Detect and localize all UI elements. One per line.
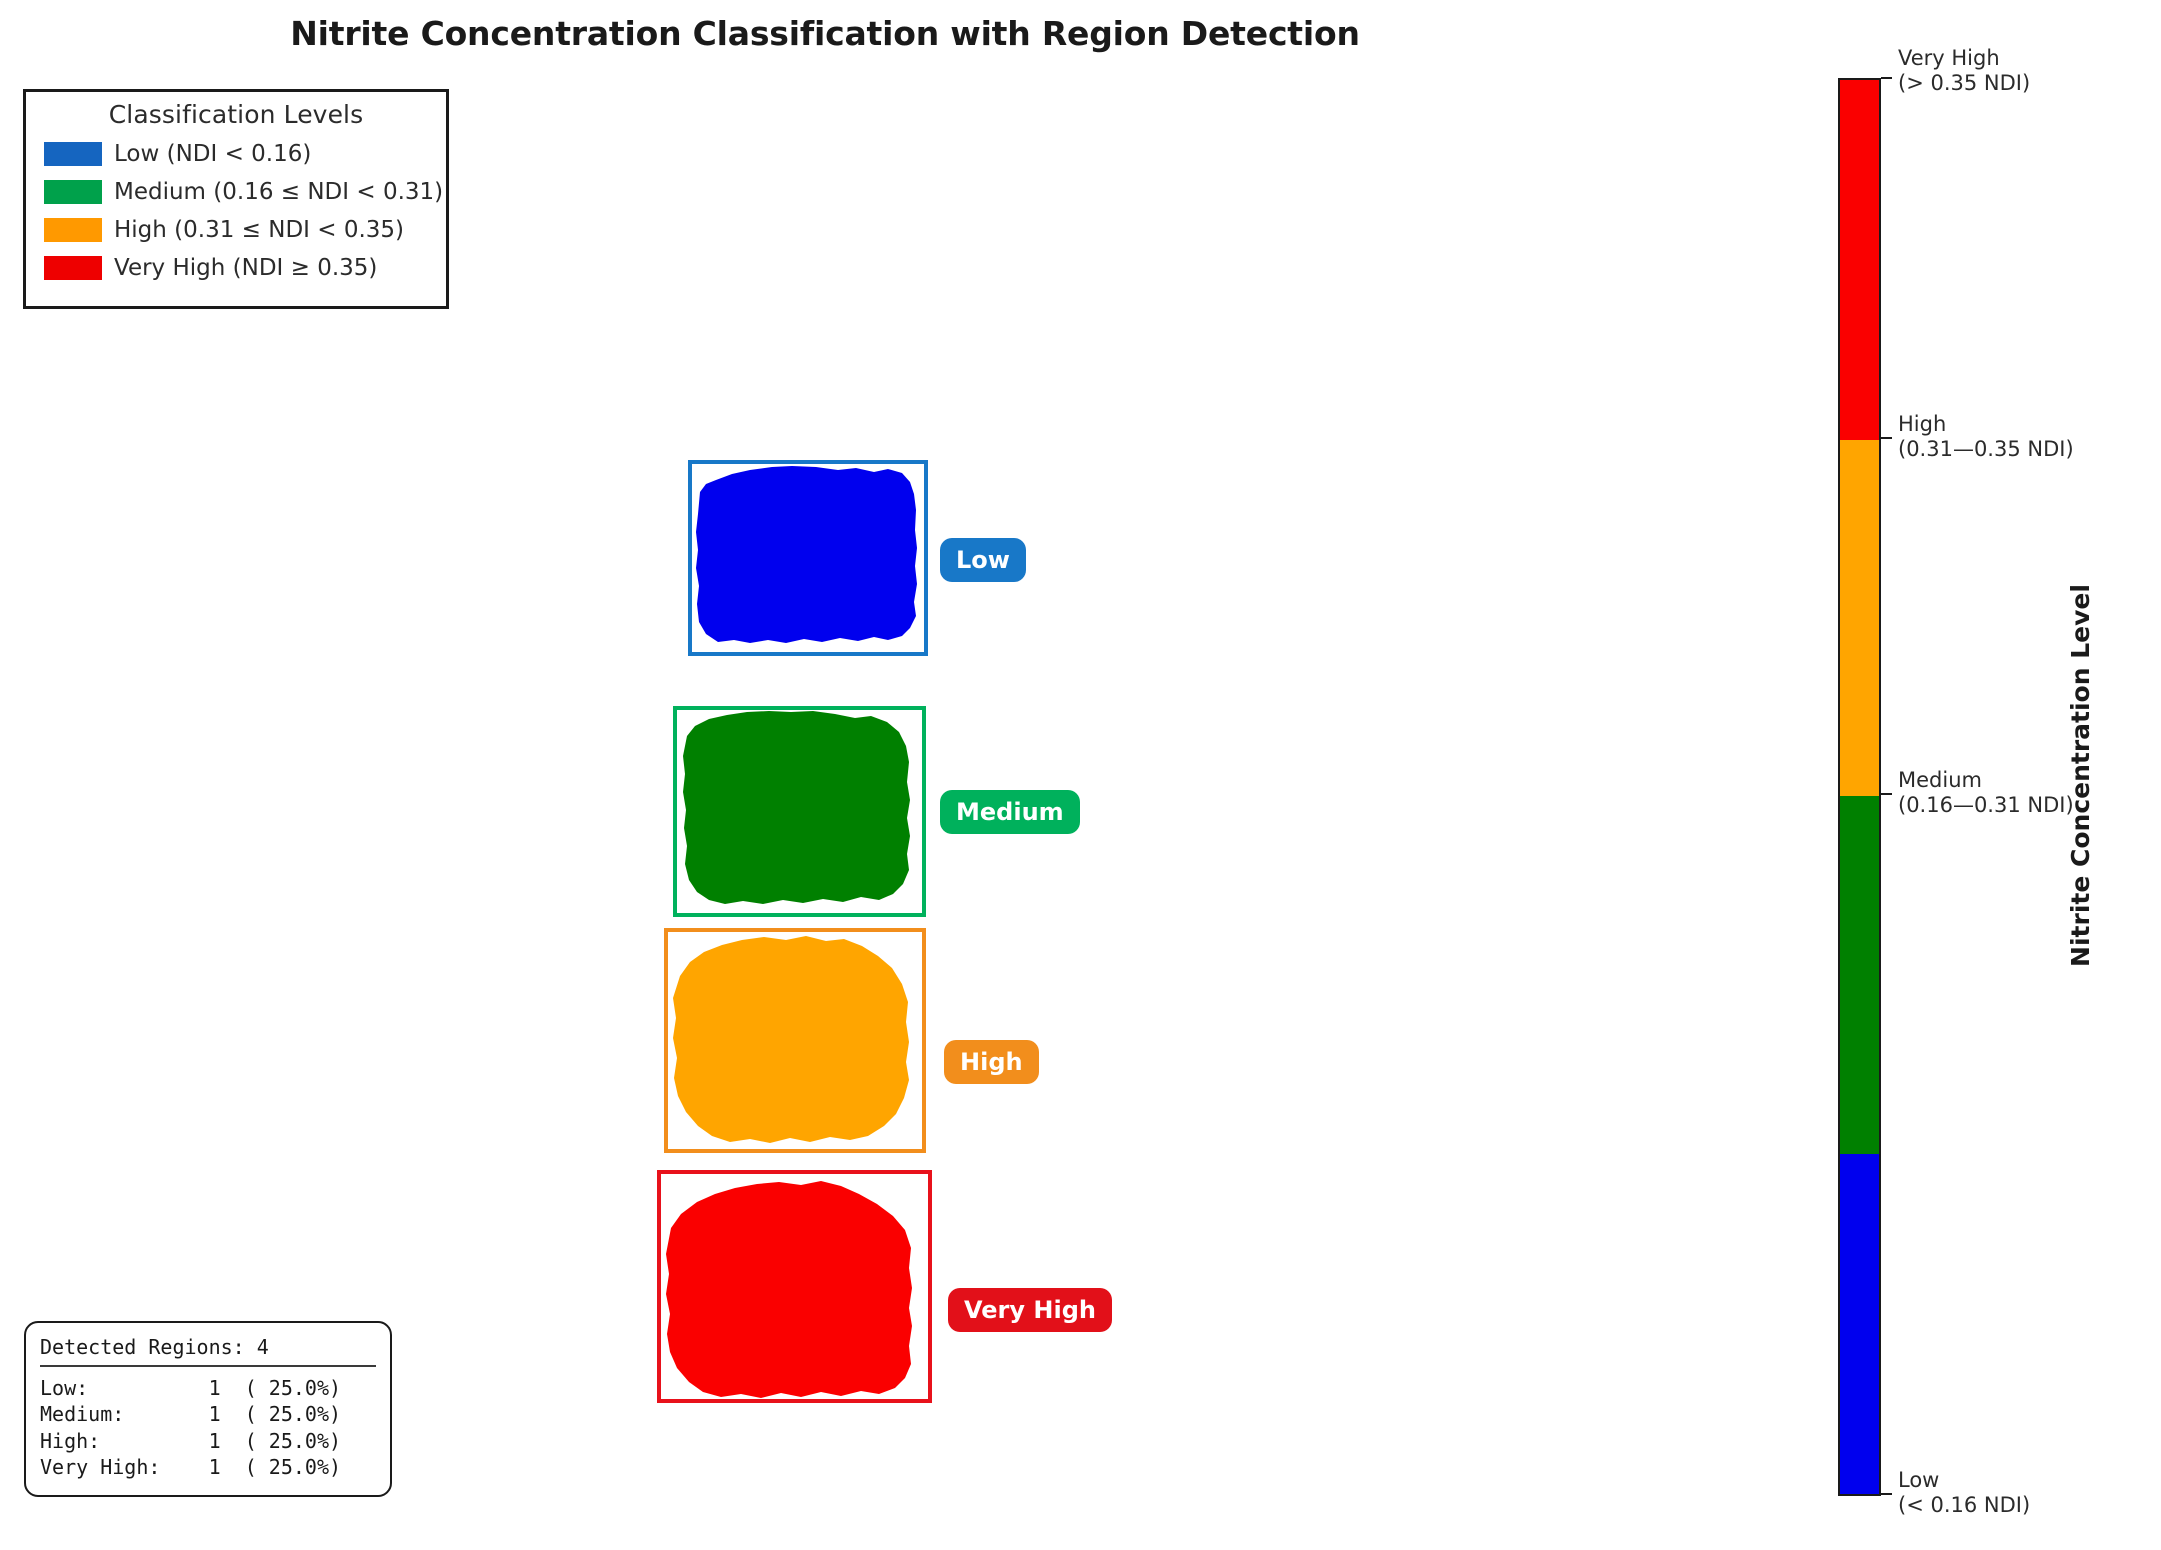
legend-item-low: Low (NDI < 0.16) — [40, 135, 432, 173]
legend-label-high: High (0.31 ≤ NDI < 0.35) — [114, 217, 405, 243]
colorbar-tick-very-high — [1881, 77, 1892, 79]
legend-label-low: Low (NDI < 0.16) — [114, 141, 312, 167]
legend-swatch-very-high — [44, 256, 102, 280]
colorbar-tick-high-line2: (0.31—0.35 NDI) — [1898, 436, 2074, 461]
colorbar-segment-low — [1840, 1154, 1879, 1494]
colorbar-tick-low-line1: Low — [1898, 1468, 1940, 1492]
colorbar-tick-label-medium: Medium (0.16—0.31 NDI) — [1898, 768, 2074, 818]
legend-item-medium: Medium (0.16 ≤ NDI < 0.31) — [40, 173, 443, 211]
stats-row-high: High: 1 ( 25.0%) — [40, 1428, 342, 1453]
colorbar-segment-high — [1840, 440, 1879, 796]
page-title: Nitrite Concentration Classification wit… — [290, 14, 1360, 53]
colorbar-tick-medium-line1: Medium — [1898, 768, 1982, 792]
region-badge-high: High — [944, 1040, 1039, 1084]
legend-item-high: High (0.31 ≤ NDI < 0.35) — [40, 211, 432, 249]
region-blob-high — [673, 936, 909, 1143]
detected-regions-stats: Detected Regions: 4 Low: 1 ( 25.0%) Medi… — [24, 1321, 392, 1497]
region-badge-low: Low — [940, 538, 1026, 582]
stats-row-medium: Medium: 1 ( 25.0%) — [40, 1402, 342, 1427]
region-blob-low — [696, 466, 917, 643]
region-blob-very-high — [666, 1181, 912, 1398]
colorbar-track — [1838, 78, 1881, 1496]
colorbar-tick-low-line2: (< 0.16 NDI) — [1898, 1492, 2031, 1517]
colorbar-axis-title-text: Nitrite Concentration Level — [2065, 583, 2095, 967]
legend-item-very-high: Very High (NDI ≥ 0.35) — [40, 249, 432, 287]
colorbar-tick-high-line1: High — [1898, 412, 1947, 436]
colorbar: Very High (> 0.35 NDI) High (0.31—0.35 N… — [1838, 46, 2074, 1517]
stats-row-low: Low: 1 ( 25.0%) — [40, 1376, 342, 1400]
region-badge-very-high: Very High — [948, 1288, 1112, 1332]
colorbar-segment-very-high — [1840, 80, 1879, 440]
legend-swatch-medium — [44, 180, 102, 204]
stats-heading: Detected Regions: 4 — [40, 1335, 269, 1359]
colorbar-tick-very-high-line1: Very High — [1898, 46, 2000, 70]
colorbar-tick-medium-line2: (0.16—0.31 NDI) — [1898, 792, 2074, 817]
colorbar-tick-high — [1881, 437, 1892, 439]
colorbar-tick-very-high-line2: (> 0.35 NDI) — [1898, 70, 2031, 95]
colorbar-tick-low — [1881, 1493, 1892, 1495]
colorbar-tick-medium — [1881, 793, 1892, 795]
region-badge-medium: Medium — [940, 790, 1080, 834]
colorbar-tick-label-very-high: Very High (> 0.35 NDI) — [1898, 46, 2030, 96]
legend-label-very-high: Very High (NDI ≥ 0.35) — [114, 255, 378, 281]
colorbar-segment-medium — [1840, 796, 1879, 1154]
stats-divider — [40, 1365, 376, 1367]
stats-row-very-high: Very High: 1 ( 25.0%) — [40, 1455, 342, 1480]
classification-legend: Classification Levels Low (NDI < 0.16) M… — [23, 89, 449, 309]
colorbar-axis-title: Nitrite Concentration Level — [2060, 0, 2100, 1550]
colorbar-tick-label-high: High (0.31—0.35 NDI) — [1898, 412, 2074, 462]
legend-swatch-low — [44, 142, 102, 166]
region-blob-medium — [683, 711, 910, 904]
legend-swatch-high — [44, 218, 102, 242]
legend-label-medium: Medium (0.16 ≤ NDI < 0.31) — [114, 179, 444, 205]
colorbar-tick-label-low: Low (< 0.16 NDI) — [1898, 1468, 2030, 1518]
legend-title: Classification Levels — [108, 100, 364, 129]
